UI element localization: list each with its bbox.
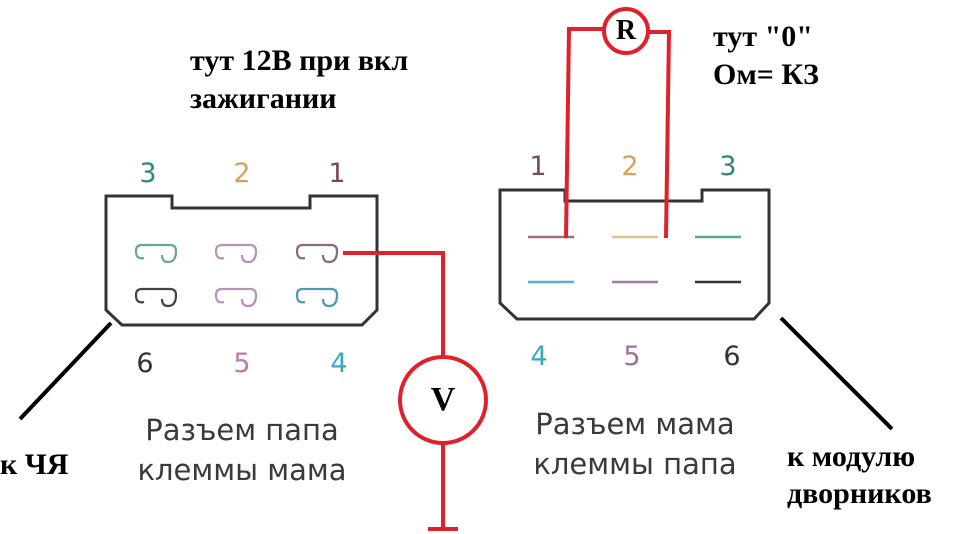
right-pin-4: 4 (530, 341, 548, 372)
right-connector-outline (498, 188, 771, 321)
left-pin-6: 6 (136, 348, 154, 379)
right-pin-5: 5 (623, 341, 641, 372)
left-terminals (134, 243, 339, 308)
right-destination-line1: к модулю (787, 440, 916, 473)
right-caption-line1: Разъем мама (535, 407, 735, 441)
voltmeter-circuit (343, 251, 488, 531)
left-connector-outline (104, 194, 379, 327)
ohmmeter-symbol: R (615, 15, 637, 46)
left-leader-line (18, 321, 113, 421)
right-pin-2: 2 (621, 151, 639, 182)
right-pin-1: 1 (529, 151, 547, 182)
right-caption-line2: клеммы папа (533, 447, 737, 481)
right-terminals (528, 235, 741, 284)
resistance-note-line1: тут "0" (713, 20, 813, 53)
left-caption-line1: Разъем папа (145, 413, 339, 447)
left-destination-label: к ЧЯ (0, 448, 69, 481)
left-pin-2: 2 (233, 158, 251, 189)
resistance-note-line2: Ом= КЗ (713, 58, 819, 91)
right-pin-6: 6 (723, 341, 741, 372)
left-caption-line2: клеммы мама (137, 453, 347, 487)
left-pin-3: 3 (139, 158, 157, 189)
voltage-note-line2: зажигании (190, 82, 337, 115)
voltmeter-symbol: V (430, 381, 456, 418)
left-pin-1: 1 (328, 158, 346, 189)
voltage-note-line1: тут 12В при вкл (190, 44, 409, 77)
left-pin-5: 5 (233, 348, 251, 379)
right-pin-3: 3 (719, 151, 737, 182)
left-pin-4: 4 (330, 348, 348, 379)
right-leader-line (779, 316, 894, 431)
ohmmeter-circuit (564, 7, 672, 239)
right-destination-line2: дворников (787, 477, 932, 510)
